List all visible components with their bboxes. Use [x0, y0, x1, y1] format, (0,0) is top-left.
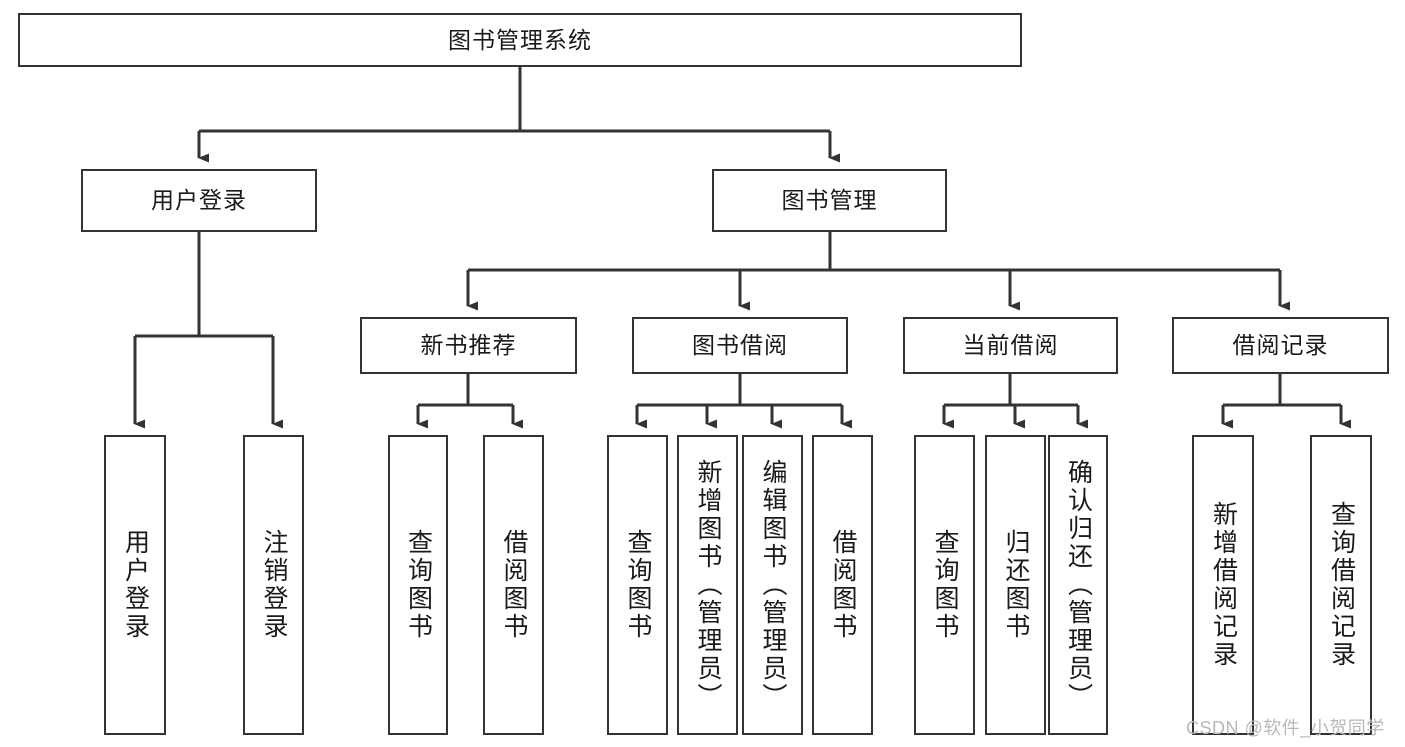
node-label: 当前借阅 — [962, 332, 1059, 359]
node-leaf-add-borrow-record[interactable]: 新增借阅记录 — [1192, 435, 1254, 735]
node-label: 归还图书 — [1002, 529, 1030, 641]
node-leaf-add-book-admin[interactable]: 新增图书（管理员） — [677, 435, 738, 735]
node-label: 用户登录 — [151, 187, 247, 214]
node-label: 图书管理 — [781, 187, 878, 214]
watermark-text: CSDN @软件_小贺同学 — [1186, 718, 1385, 738]
node-label: 借阅记录 — [1232, 332, 1329, 359]
node-leaf-user-login[interactable]: 用户登录 — [104, 435, 166, 735]
node-label: 新增图书（管理员） — [694, 459, 722, 711]
node-label: 用户登录 — [121, 529, 150, 641]
node-leaf-borrow-book[interactable]: 借阅图书 — [812, 435, 873, 735]
node-current-borrow[interactable]: 当前借阅 — [903, 317, 1118, 374]
node-book-manage[interactable]: 图书管理 — [712, 169, 947, 232]
node-label: 查询图书 — [404, 529, 433, 641]
node-label: 借阅图书 — [829, 529, 857, 641]
node-label: 图书管理系统 — [448, 26, 592, 53]
node-leaf-query-book-recommend[interactable]: 查询图书 — [388, 435, 448, 735]
node-leaf-query-book-current[interactable]: 查询图书 — [914, 435, 975, 735]
node-label: 借阅图书 — [500, 529, 528, 641]
node-label: 确认归还（管理员） — [1064, 459, 1093, 711]
node-label: 编辑图书（管理员） — [759, 459, 787, 711]
node-leaf-logout[interactable]: 注销登录 — [243, 435, 304, 735]
node-borrow-record[interactable]: 借阅记录 — [1172, 317, 1389, 374]
node-leaf-query-book-borrow[interactable]: 查询图书 — [607, 435, 668, 735]
node-label: 图书借阅 — [692, 332, 788, 359]
node-label: 注销登录 — [260, 529, 288, 641]
node-label: 新书推荐 — [420, 332, 517, 359]
node-user-login[interactable]: 用户登录 — [81, 169, 317, 232]
node-root-system[interactable]: 图书管理系统 — [18, 13, 1022, 67]
node-new-book-recommend[interactable]: 新书推荐 — [360, 317, 577, 374]
node-leaf-return-book[interactable]: 归还图书 — [985, 435, 1046, 735]
node-leaf-query-borrow-record[interactable]: 查询借阅记录 — [1310, 435, 1372, 735]
node-leaf-borrow-book-recommend[interactable]: 借阅图书 — [483, 435, 544, 735]
node-book-borrow[interactable]: 图书借阅 — [632, 317, 848, 374]
node-label: 查询图书 — [624, 529, 652, 641]
node-label: 查询图书 — [931, 529, 959, 641]
node-leaf-edit-book-admin[interactable]: 编辑图书（管理员） — [742, 435, 803, 735]
node-leaf-confirm-return-admin[interactable]: 确认归还（管理员） — [1048, 435, 1108, 735]
node-label: 查询借阅记录 — [1327, 501, 1356, 669]
node-label: 新增借阅记录 — [1209, 501, 1238, 669]
